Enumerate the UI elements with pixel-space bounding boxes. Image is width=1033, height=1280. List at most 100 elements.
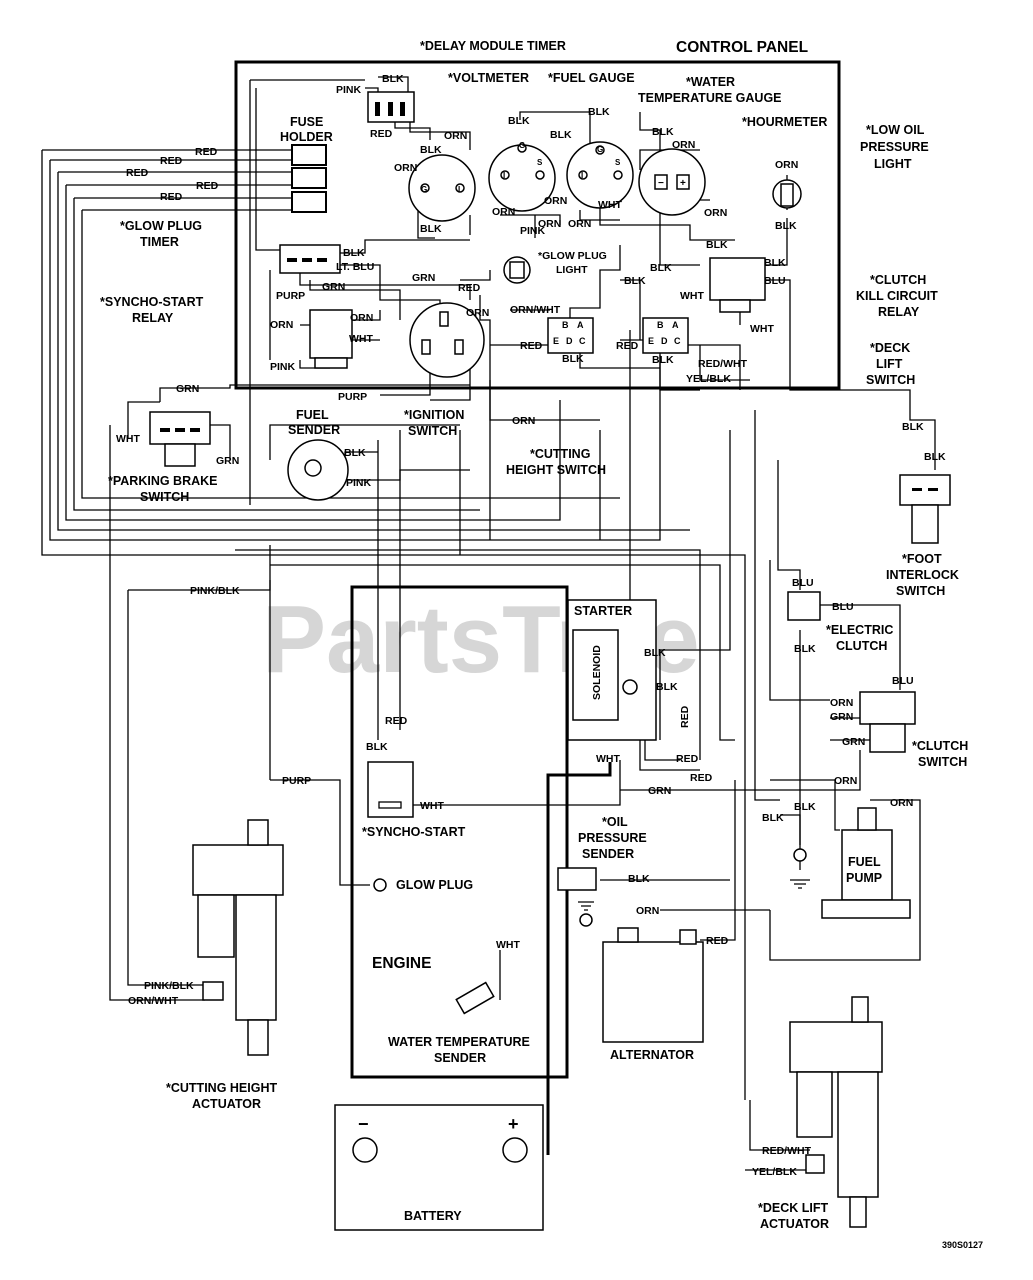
wire-label: RED (679, 705, 691, 728)
wire-label: PINK/BLK (190, 585, 240, 597)
wire-label: ORN (775, 159, 798, 171)
foot-interlock-label: INTERLOCK (886, 568, 959, 582)
glow-plug-light (503, 256, 531, 284)
terminal-marks: G I G S I G S I − + E D C B A E D C B A … (358, 141, 686, 1134)
fuel-gauge-label: *FUEL GAUGE (548, 71, 635, 85)
wire-label: ORN (704, 207, 727, 219)
deck-actuator-label: ACTUATOR (760, 1217, 829, 1231)
engine-label: ENGINE (372, 955, 431, 972)
deck-lift-actuator (789, 996, 883, 1228)
wire-label: WHT (420, 800, 444, 812)
fuel-gauge (488, 143, 556, 212)
fuel-sender (287, 439, 349, 501)
electric-clutch-label: *ELECTRIC (826, 623, 893, 637)
wire-label: WHT (116, 433, 140, 445)
wire-label: BLK (924, 451, 946, 463)
wire-label: RED (126, 167, 149, 179)
oil-sender-label: PRESSURE (578, 831, 647, 845)
clutch-kill-relay (709, 257, 766, 313)
clutch-kill-label: RELAY (878, 305, 920, 319)
wire-label: ORN (890, 797, 913, 809)
fuse-holder-label: HOLDER (280, 130, 333, 144)
syncho-relay-label: RELAY (132, 311, 174, 325)
oil-sender-label: SENDER (582, 847, 634, 861)
wire-label: WHT (750, 323, 774, 335)
wire-label: PURP (282, 775, 311, 787)
wire-label: BLU (832, 601, 854, 613)
wire-label: ORN (544, 195, 567, 207)
water-temperature-sender (455, 981, 495, 1015)
battery-negative: − (358, 1114, 369, 1134)
wire-label: PINK/BLK (144, 980, 194, 992)
water-temp-sender-label: WATER TEMPERATURE (388, 1035, 530, 1049)
terminal-i: I (503, 171, 505, 180)
wire-label: GRN (322, 281, 345, 293)
low-oil-label: LIGHT (874, 157, 912, 171)
wire-label: RED (690, 772, 713, 784)
fuel-sender-label: FUEL (296, 408, 329, 422)
wire-label: ORN (270, 319, 293, 331)
oil-sender-label: *OIL (602, 815, 628, 829)
glow-plug-light-label: LIGHT (556, 264, 588, 276)
clutch-switch-label: *CLUTCH (912, 739, 968, 753)
wire-label: BLK (902, 421, 924, 433)
wire-label: GRN (842, 736, 865, 748)
terminal-d: D (661, 336, 668, 346)
wire-label: BLK (652, 354, 674, 366)
cutting-height-actuator (192, 819, 284, 1056)
wire-label: BLK (656, 681, 678, 693)
wire-label: BLK (764, 257, 786, 269)
foot-interlock-switch (899, 474, 951, 544)
syncho-start-relay (309, 309, 353, 369)
wire-label: BLK (775, 220, 797, 232)
terminal-i: I (581, 171, 583, 180)
wire-label: BLK (420, 144, 442, 156)
reference-code: 390S0127 (942, 1240, 983, 1250)
syncho-start-label: *SYNCHO-START (362, 825, 466, 839)
cutting-actuator-label: *CUTTING HEIGHT (166, 1081, 277, 1095)
electric-clutch-label: CLUTCH (836, 639, 887, 653)
wire-label: BLK (644, 647, 666, 659)
wire-label: BLK (762, 812, 784, 824)
wire-label: RED (160, 155, 183, 167)
terminal-s: S (537, 158, 543, 167)
cutting-actuator-label: ACTUATOR (192, 1097, 261, 1111)
water-temp-gauge-label: *WATER (686, 75, 735, 89)
wire-label: BLK (344, 447, 366, 459)
battery-positive: + (508, 1114, 519, 1134)
wire-label: LT. BLU (336, 261, 374, 273)
wire-label: GRN (648, 785, 671, 797)
wire-label: BLK (366, 741, 388, 753)
glow-plug-label: GLOW PLUG (396, 878, 473, 892)
glow-plug-timer-label: TIMER (140, 235, 179, 249)
wire-color-labels: BLK PINK RED ORN BLK BLK BLK BLK ORN ORN… (116, 73, 946, 1178)
glow-plug (373, 878, 387, 892)
ignition-label: *IGNITION (404, 408, 464, 422)
starter (567, 599, 657, 741)
wire-label: ORN/WHT (510, 304, 561, 316)
wire-label: RED (160, 191, 183, 203)
deck-lift-switch (642, 317, 689, 354)
wire-label: BLK (706, 239, 728, 251)
deck-lift-switch-label: SWITCH (866, 373, 915, 387)
wire-label: BLU (792, 577, 814, 589)
wire-label: BLK (588, 106, 610, 118)
terminal-g: G (519, 141, 525, 150)
ground-symbol (790, 848, 810, 889)
terminal-b: B (657, 320, 664, 330)
wire-label: BLK (652, 126, 674, 138)
wire-label: RED (385, 715, 408, 727)
wire-label: PURP (276, 290, 305, 302)
wire-label: RED (195, 146, 218, 158)
battery (334, 1104, 544, 1231)
wire-label: BLK (650, 262, 672, 274)
hourmeter (638, 148, 706, 216)
component-labels: CONTROL PANEL *DELAY MODULE TIMER *VOLTM… (100, 39, 983, 1250)
ignition-label: SWITCH (408, 424, 457, 438)
terminal-minus: − (658, 178, 664, 189)
terminal-s: S (615, 158, 621, 167)
fuel-sender-label: SENDER (288, 423, 340, 437)
wire-label: BLU (892, 675, 914, 687)
wire-label: BLK (562, 353, 584, 365)
wire-label: RED (458, 282, 481, 294)
